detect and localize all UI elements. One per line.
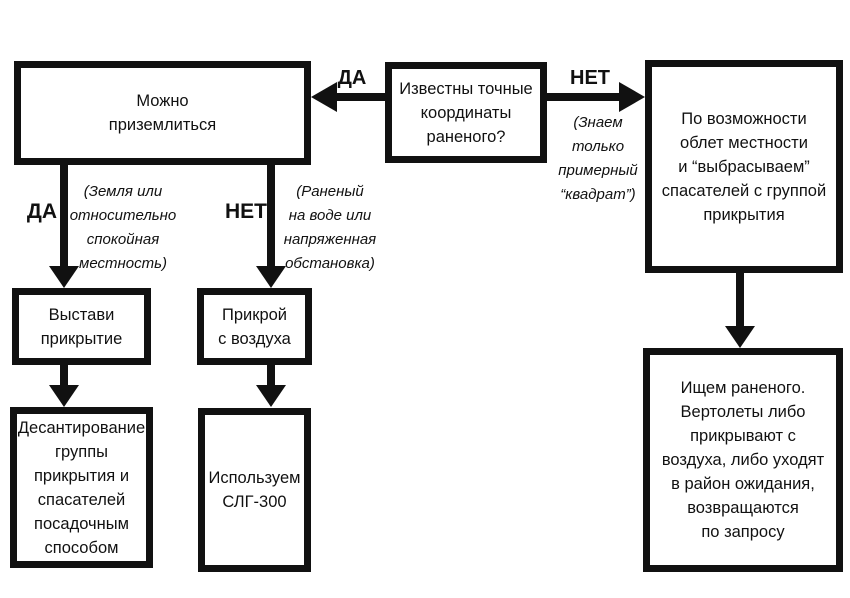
annotation-calm-terrain: (Земля или относительно спокойная местно… <box>69 183 177 272</box>
node-question-text: Известны точные координаты раненого? <box>399 79 533 146</box>
arrow-question-to-overfly-head <box>619 82 645 112</box>
node-landing-party: Десантирование группы прикрытия и спасат… <box>10 407 153 568</box>
arrow-canland-no-line <box>267 163 275 267</box>
node-search-wounded: Ищем раненого. Вертолеты либо прикрывают… <box>643 348 843 572</box>
node-can-land: Можно приземлиться <box>14 61 311 165</box>
node-search-wounded-text: Ищем раненого. Вертолеты либо прикрывают… <box>661 379 825 541</box>
arrow-canland-yes-line <box>60 163 68 267</box>
label-no-branch: НЕТ <box>225 200 267 223</box>
node-question-coordinates: Известны точные координаты раненого? <box>385 62 547 163</box>
arrow-question-to-canland-line <box>335 93 385 101</box>
arrow-question-to-overfly-line <box>547 93 621 101</box>
node-cover-from-air: Прикрой с воздуха <box>197 288 312 365</box>
node-landing-party-text: Десантирование группы прикрытия и спасат… <box>17 418 146 557</box>
arrow-canland-no-head <box>256 266 286 288</box>
arrow-canland-yes-head <box>49 266 79 288</box>
node-cover-from-air-text: Прикрой с воздуха <box>218 305 291 348</box>
arrow-coverair-down-head <box>256 385 286 407</box>
arrow-overfly-down-line <box>736 272 744 327</box>
node-use-slg300: Используем СЛГ-300 <box>198 408 311 572</box>
arrow-coverair-down-line <box>267 364 275 386</box>
node-set-cover: Выстави прикрытие <box>12 288 151 365</box>
arrow-setcover-down-head <box>49 385 79 407</box>
label-no-top: НЕТ <box>570 67 610 89</box>
label-yes-branch: ДА <box>26 200 58 223</box>
arrow-question-to-canland-head <box>311 82 337 112</box>
arrow-setcover-down-line <box>60 364 68 386</box>
annotation-water-tension: (Раненый на воде или напряженная обстано… <box>283 183 377 272</box>
node-can-land-text: Можно приземлиться <box>108 92 217 134</box>
node-use-slg300-text: Используем СЛГ-300 <box>208 469 301 511</box>
annotation-approx-square: (Знаем только примерный “квадрат”) <box>558 114 638 203</box>
node-overfly-area: По возможности облет местности и “выбрас… <box>645 60 843 273</box>
node-overfly-text: По возможности облет местности и “выбрас… <box>661 109 827 224</box>
arrow-overfly-down-head <box>725 326 755 348</box>
node-set-cover-text: Выстави прикрытие <box>40 305 123 348</box>
label-yes-top: ДА <box>337 67 367 89</box>
